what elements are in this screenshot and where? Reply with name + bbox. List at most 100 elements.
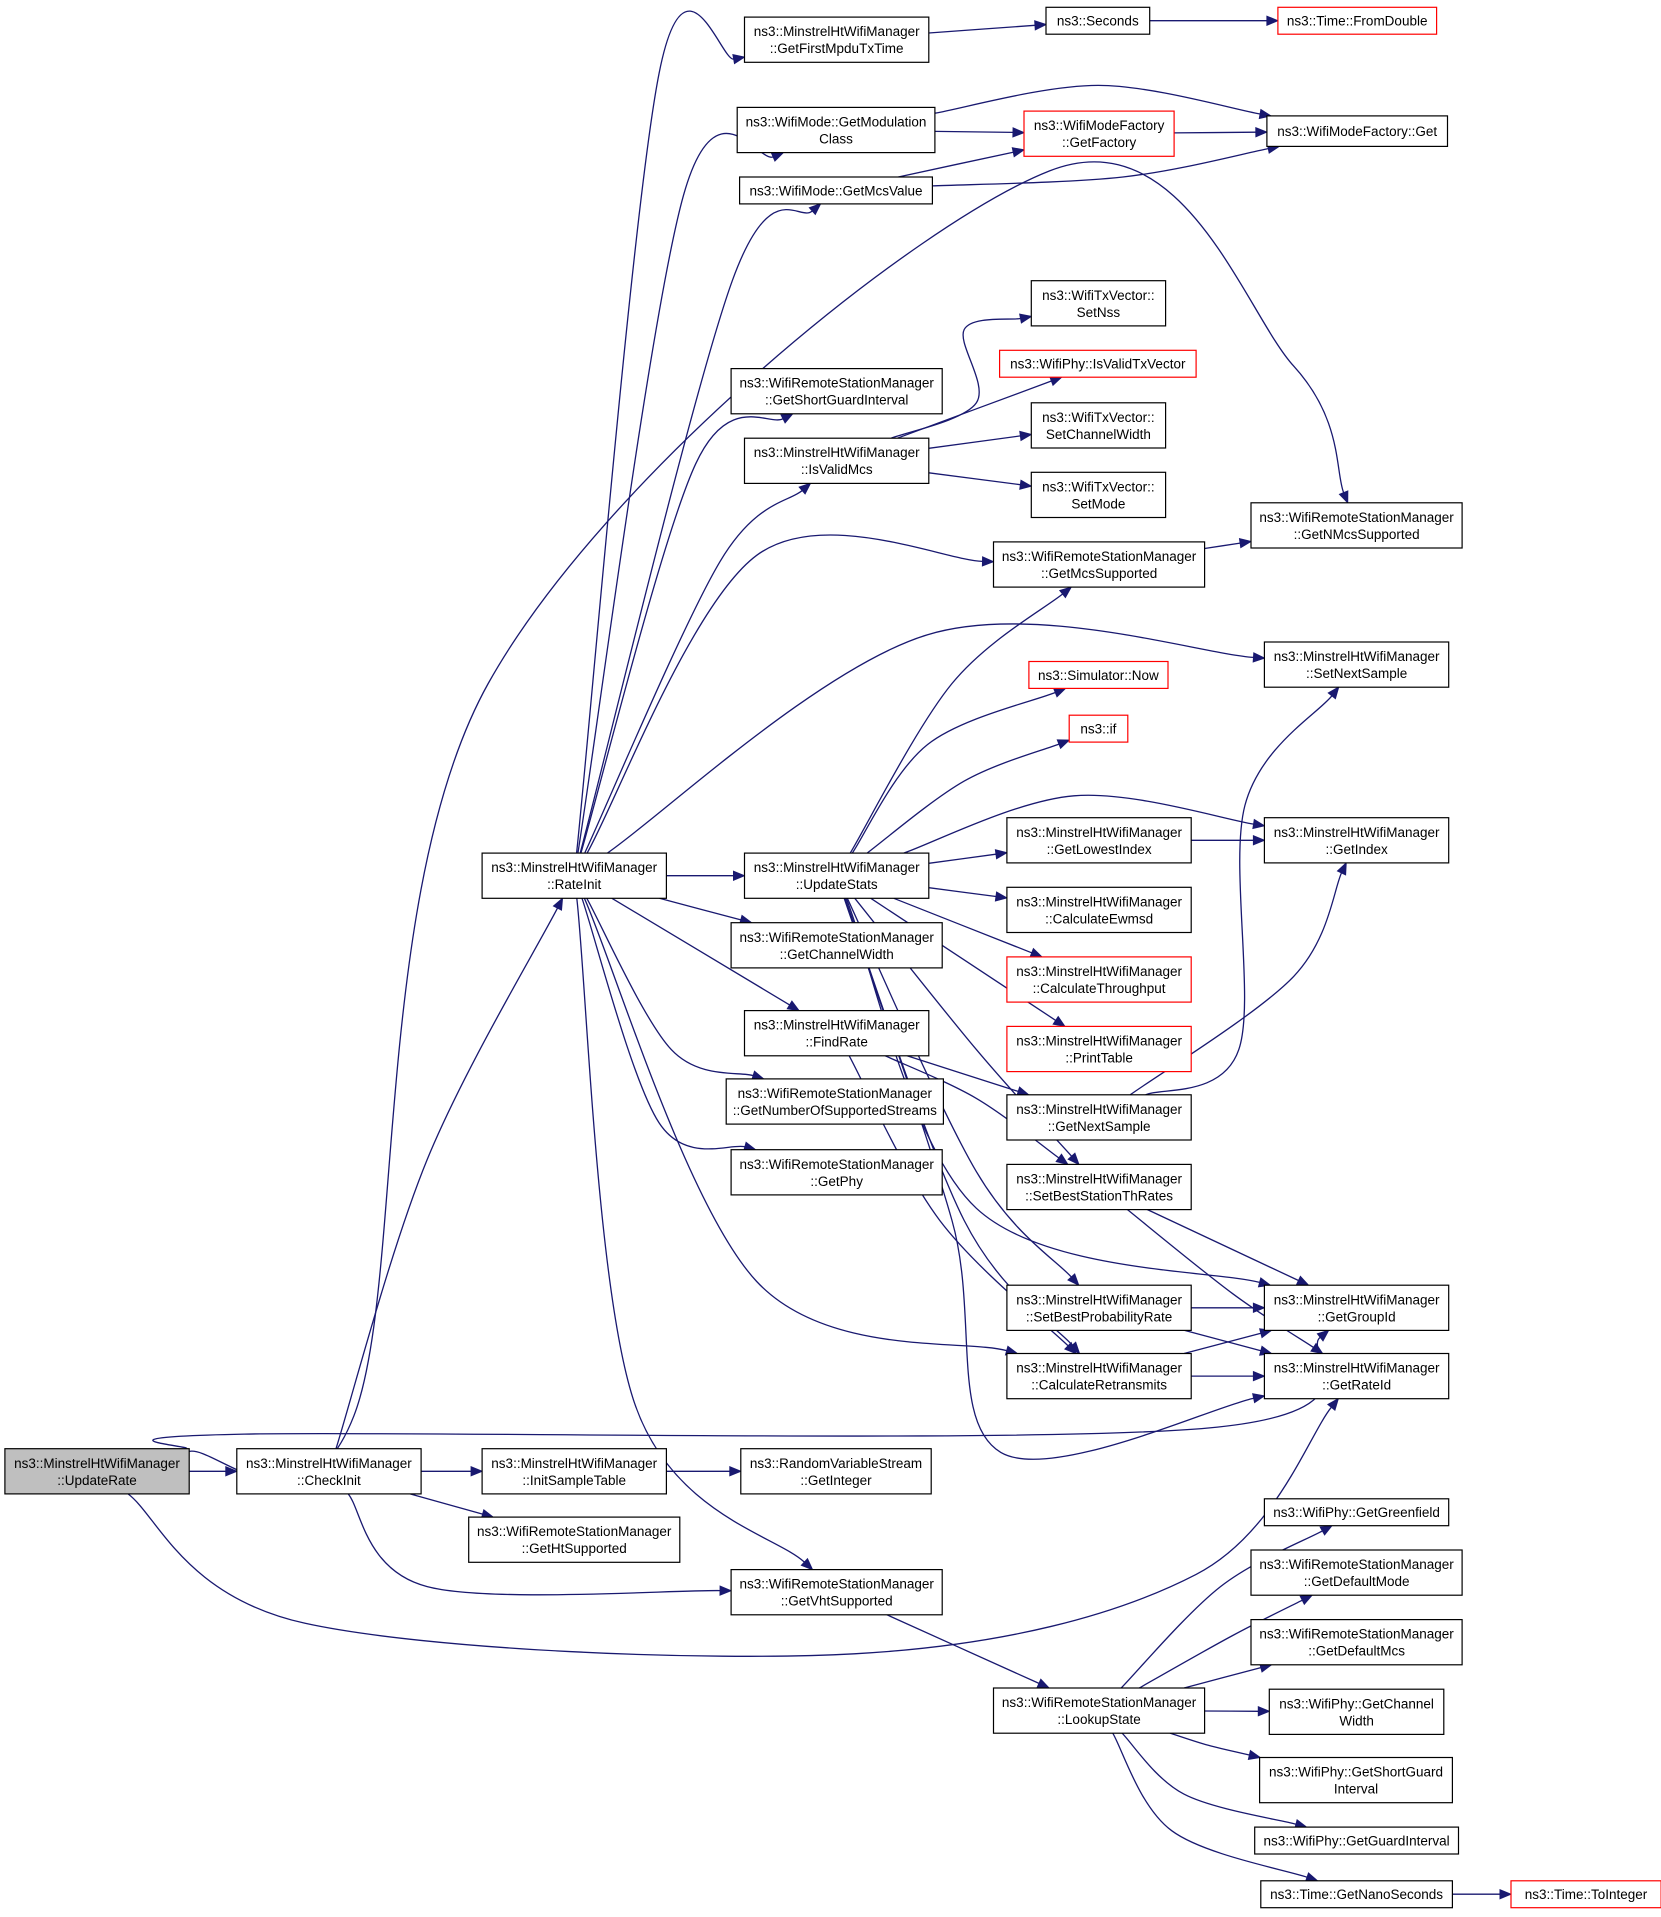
node-seconds[interactable]: ns3::Seconds <box>1045 6 1151 35</box>
node-get-mcs-value[interactable]: ns3::WifiMode::GetMcsValue <box>738 176 933 205</box>
node-phy-get-short-guard-interval[interactable]: ns3::WifiPhy::GetShortGuardInterval <box>1258 1756 1453 1804</box>
node-get-n-mcs-supported[interactable]: ns3::WifiRemoteStationManager::GetNMcsSu… <box>1250 502 1463 549</box>
node-phy-get-channel-width[interactable]: ns3::WifiPhy::GetChannelWidth <box>1268 1688 1445 1735</box>
call-edge-update_rate-to-get_n_mcs_supported <box>189 161 1349 1483</box>
node-label: ns3::WifiMode::GetModulation <box>746 115 927 130</box>
call-edge-update_stats-to-get_lowest_index <box>928 849 1009 864</box>
node-set-next-sample[interactable]: ns3::MinstrelHtWifiManager::SetNextSampl… <box>1263 641 1450 688</box>
node-to-integer[interactable]: ns3::Time::ToInteger <box>1510 1880 1661 1909</box>
call-edge-get_mcs_value-to-get_factory <box>898 147 1026 178</box>
node-label: SetChannelWidth <box>1046 427 1151 442</box>
node-from-double[interactable]: ns3::Time::FromDouble <box>1277 6 1438 35</box>
call-edge-rate_init-to-get_modulation_class <box>577 132 785 854</box>
node-phy-get-guard-interval[interactable]: ns3::WifiPhy::GetGuardInterval <box>1254 1826 1460 1855</box>
node-label: ::CheckInit <box>297 1473 361 1488</box>
node-get-channel-width[interactable]: ns3::WifiRemoteStationManager::GetChanne… <box>730 922 943 969</box>
node-label: ns3::WifiTxVector:: <box>1042 288 1155 303</box>
node-label: ::GetMcsSupported <box>1041 566 1157 581</box>
node-get-group-id[interactable]: ns3::MinstrelHtWifiManager::GetGroupId <box>1263 1284 1450 1331</box>
node-box <box>1045 6 1151 35</box>
arrowhead <box>1052 687 1067 698</box>
call-edge-rate_init-to-is_valid_mcs <box>584 482 812 854</box>
node-get-index[interactable]: ns3::MinstrelHtWifiManager::GetIndex <box>1263 817 1450 864</box>
node-calculate-throughput[interactable]: ns3::MinstrelHtWifiManager::CalculateThr… <box>1006 956 1192 1003</box>
node-simulator-now[interactable]: ns3::Simulator::Now <box>1028 660 1169 689</box>
node-box <box>738 176 933 205</box>
node-set-nss[interactable]: ns3::WifiTxVector::SetNss <box>1030 280 1167 327</box>
node-get-next-sample[interactable]: ns3::MinstrelHtWifiManager::GetNextSampl… <box>1006 1094 1192 1141</box>
node-label: ::CalculateThroughput <box>1033 981 1166 996</box>
arrowhead <box>1029 947 1044 958</box>
node-get-vht-supported[interactable]: ns3::WifiRemoteStationManager::GetVhtSup… <box>730 1568 943 1616</box>
node-init-sample-table[interactable]: ns3::MinstrelHtWifiManager::InitSampleTa… <box>481 1448 668 1495</box>
node-label: ns3::Time::FromDouble <box>1287 14 1428 29</box>
node-rate-init[interactable]: ns3::MinstrelHtWifiManager::RateInit <box>481 852 668 899</box>
node-calculate-ewmsd[interactable]: ns3::MinstrelHtWifiManager::CalculateEwm… <box>1006 886 1192 934</box>
node-box <box>736 106 936 154</box>
node-get-greenfield[interactable]: ns3::WifiPhy::GetGreenfield <box>1263 1498 1450 1527</box>
node-update-stats[interactable]: ns3::MinstrelHtWifiManager::UpdateStats <box>743 852 930 899</box>
call-edge-is_valid_mcs-to-set_channel_width <box>928 430 1033 449</box>
call-edge-set_best_station_th_rates-to-get_rate_id <box>1126 1208 1324 1355</box>
node-box <box>481 1448 668 1495</box>
arrowhead <box>1257 1706 1271 1717</box>
node-set-best-probability-rate[interactable]: ns3::MinstrelHtWifiManager::SetBestProba… <box>1006 1284 1192 1331</box>
node-set-channel-width[interactable]: ns3::WifiTxVector::SetChannelWidth <box>1030 402 1167 449</box>
node-label: ::InitSampleTable <box>522 1473 626 1488</box>
call-edge-get_next_sample-to-set_next_sample <box>1145 686 1340 1096</box>
node-label: ns3::WifiRemoteStationManager <box>740 930 935 945</box>
node-label: ::GetFirstMpduTxTime <box>770 41 904 56</box>
node-label: ::IsValidMcs <box>801 462 873 477</box>
call-edge-init_sample_table-to-get_integer <box>666 1466 743 1477</box>
arrowhead <box>1255 126 1269 138</box>
node-box <box>1263 1352 1450 1400</box>
node-lookup-state[interactable]: ns3::WifiRemoteStationManager::LookupSta… <box>992 1687 1206 1734</box>
node-get-nano-seconds[interactable]: ns3::Time::GetNanoSeconds <box>1260 1880 1454 1909</box>
node-mode-factory-get[interactable]: ns3::WifiModeFactory::Get <box>1266 115 1449 148</box>
node-label: ns3::MinstrelHtWifiManager <box>14 1456 180 1471</box>
node-update-rate[interactable]: ns3::MinstrelHtWifiManager::UpdateRate <box>4 1448 190 1495</box>
arrowhead <box>225 1466 239 1477</box>
node-get-phy[interactable]: ns3::WifiRemoteStationManager::GetPhy <box>730 1149 943 1196</box>
node-get-lowest-index[interactable]: ns3::MinstrelHtWifiManager::GetLowestInd… <box>1006 817 1192 864</box>
node-get-mcs-supported[interactable]: ns3::WifiRemoteStationManager::GetMcsSup… <box>992 541 1206 588</box>
call-edge-calculate_retransmits-to-get_rate_id <box>1191 1370 1266 1382</box>
arrowhead <box>1252 835 1266 846</box>
arrowhead <box>729 1466 743 1477</box>
arrowhead <box>1252 652 1266 663</box>
node-box <box>1006 1025 1192 1073</box>
node-ns3-if[interactable]: ns3::if <box>1068 714 1129 743</box>
node-box <box>743 1009 930 1057</box>
node-label: ns3::MinstrelHtWifiManager <box>754 860 920 875</box>
node-get-factory[interactable]: ns3::WifiModeFactory::GetFactory <box>1023 110 1175 157</box>
node-set-best-station-th-rates[interactable]: ns3::MinstrelHtWifiManager::SetBestStati… <box>1006 1163 1192 1211</box>
node-set-mode[interactable]: ns3::WifiTxVector::SetMode <box>1030 471 1167 519</box>
call-edge-get_nano_seconds-to-to_integer <box>1452 1888 1513 1900</box>
node-box <box>1030 402 1167 449</box>
node-label: ::UpdateRate <box>57 1473 137 1488</box>
node-is-valid-mcs[interactable]: ns3::MinstrelHtWifiManager::IsValidMcs <box>743 437 930 485</box>
call-edge-lookup_state-to-get_greenfield <box>1120 1524 1334 1689</box>
node-get-short-guard-interval[interactable]: ns3::WifiRemoteStationManager::GetShortG… <box>730 368 943 415</box>
node-label: ns3::MinstrelHtWifiManager <box>246 1456 412 1471</box>
node-get-first-mpdu-tx-time[interactable]: ns3::MinstrelHtWifiManager::GetFirstMpdu… <box>743 16 930 63</box>
node-box <box>1258 1756 1453 1804</box>
node-get-default-mcs[interactable]: ns3::WifiRemoteStationManager::GetDefaul… <box>1250 1618 1463 1666</box>
node-get-integer[interactable]: ns3::RandomVariableStream::GetInteger <box>740 1448 932 1495</box>
node-calculate-retransmits[interactable]: ns3::MinstrelHtWifiManager::CalculateRet… <box>1006 1352 1192 1400</box>
node-get-ht-supported[interactable]: ns3::WifiRemoteStationManager::GetHtSupp… <box>468 1516 681 1563</box>
node-print-table[interactable]: ns3::MinstrelHtWifiManager::PrintTable <box>1006 1025 1192 1073</box>
node-box <box>1250 1549 1463 1596</box>
call-edge-rate_init-to-get_first_mpdu_tx_time <box>575 10 746 854</box>
call-edge-get_vht_supported-to-lookup_state <box>886 1614 1051 1689</box>
node-label: ns3::WifiTxVector:: <box>1042 410 1155 425</box>
node-find-rate[interactable]: ns3::MinstrelHtWifiManager::FindRate <box>743 1009 930 1057</box>
node-get-rate-id[interactable]: ns3::MinstrelHtWifiManager::GetRateId <box>1263 1352 1450 1400</box>
node-box <box>468 1516 681 1563</box>
node-get-default-mode[interactable]: ns3::WifiRemoteStationManager::GetDefaul… <box>1250 1549 1463 1596</box>
node-is-valid-tx-vector[interactable]: ns3::WifiPhy::IsValidTxVector <box>998 349 1197 378</box>
node-label: ::SetBestStationThRates <box>1025 1188 1173 1203</box>
node-get-number-of-supported-streams[interactable]: ns3::WifiRemoteStationManager::GetNumber… <box>725 1078 945 1125</box>
node-check-init[interactable]: ns3::MinstrelHtWifiManager::CheckInit <box>236 1448 422 1495</box>
